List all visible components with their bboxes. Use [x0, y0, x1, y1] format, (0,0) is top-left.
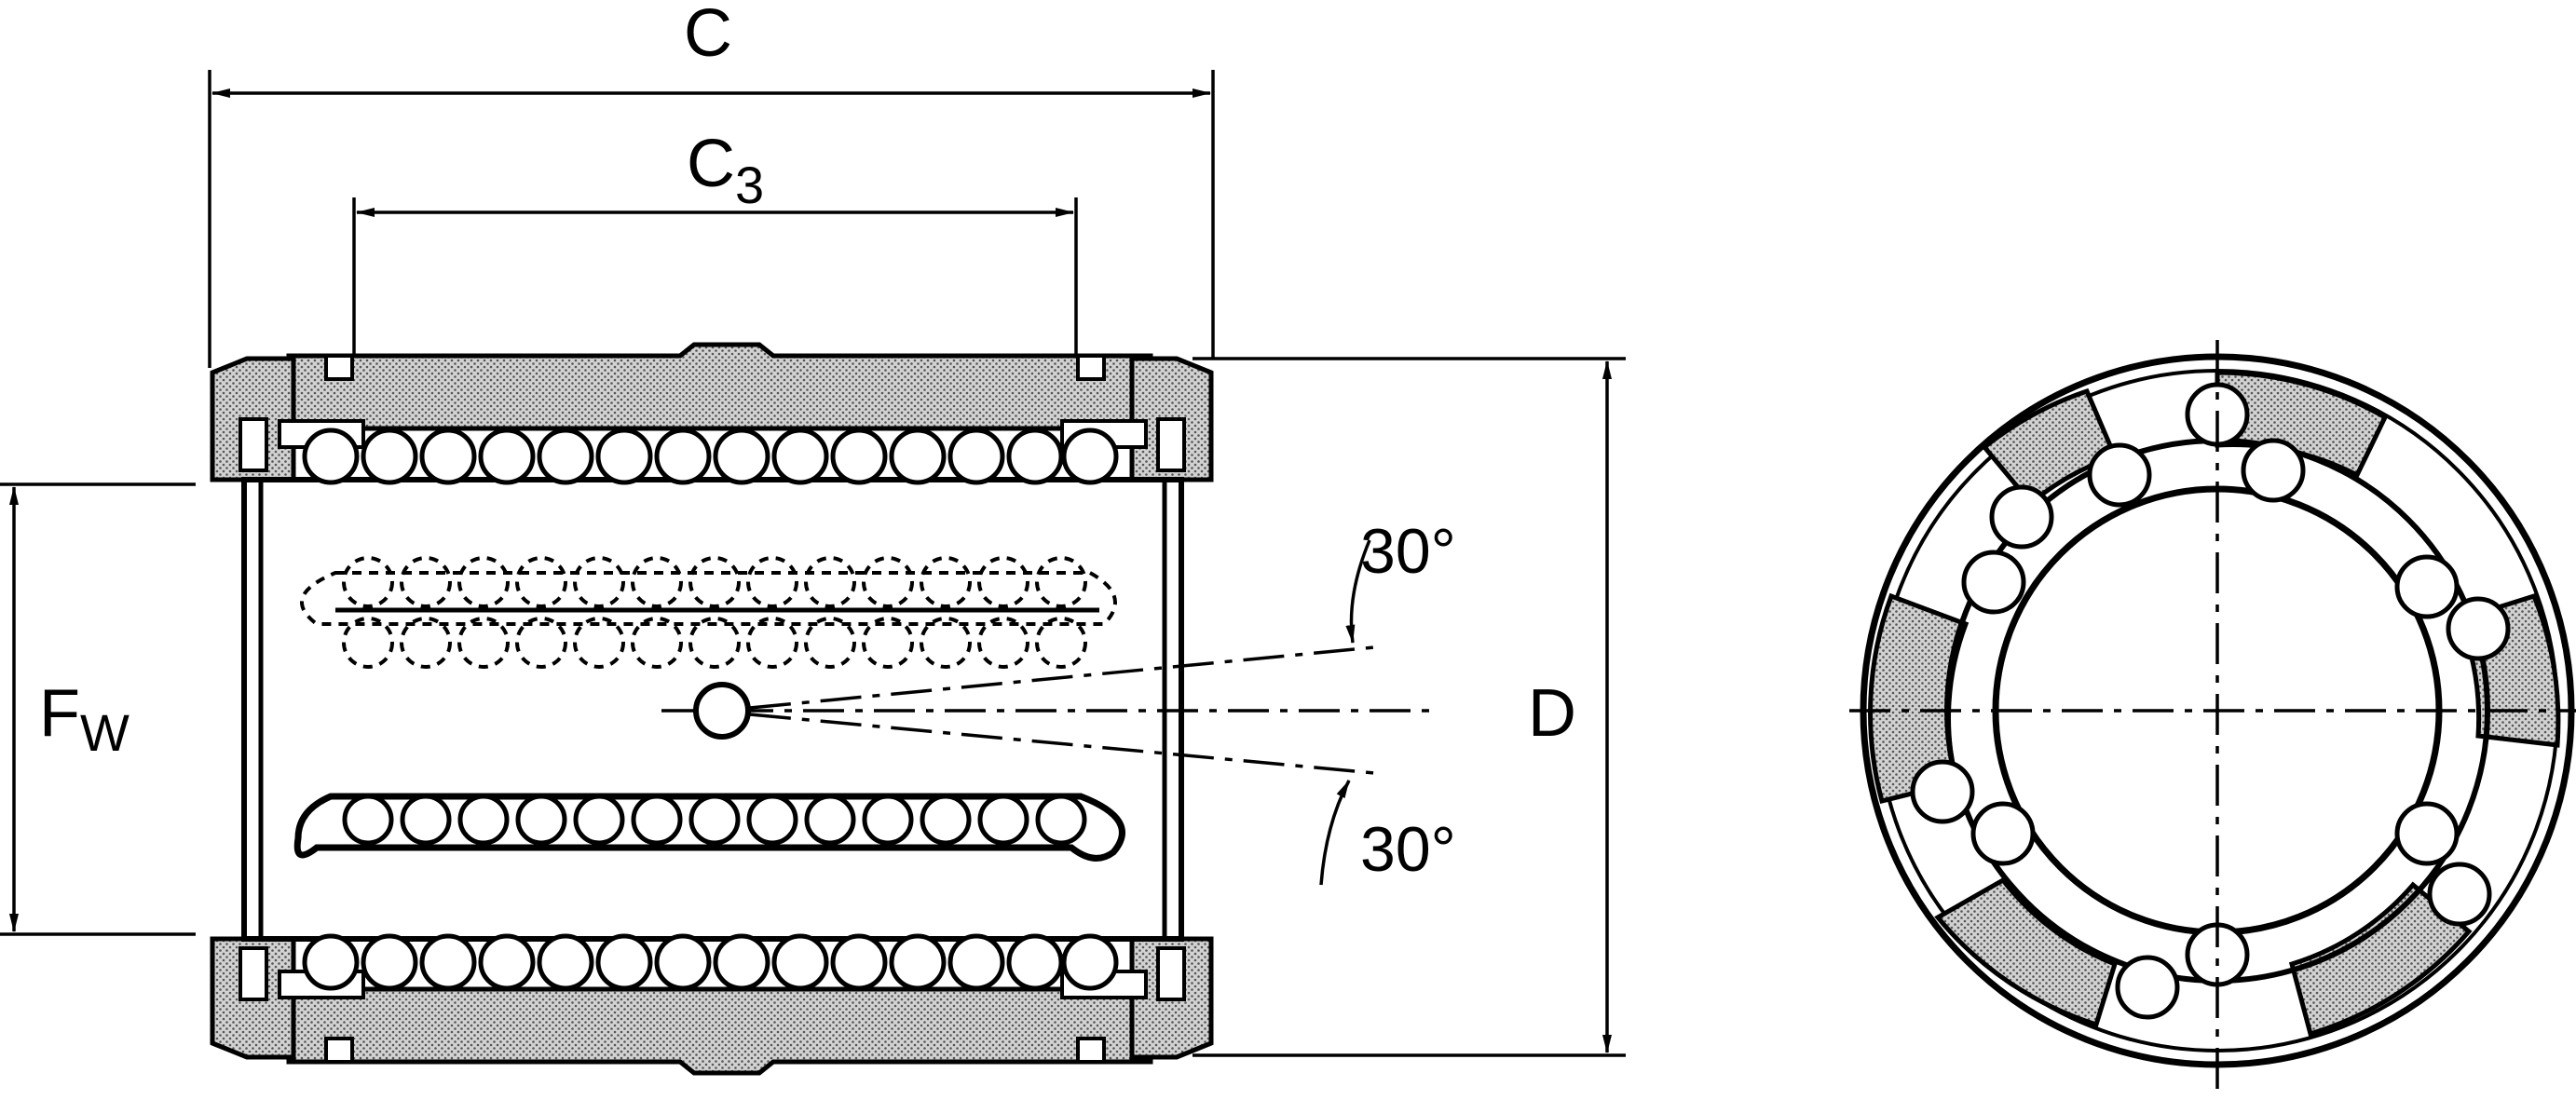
- label-angle-upper: 30°: [1360, 516, 1456, 587]
- upper-hidden-track: [300, 556, 1117, 669]
- label-c: C: [684, 0, 732, 71]
- label-d: D: [1528, 676, 1576, 751]
- end-view: [1849, 340, 2576, 1100]
- side-view: [0, 70, 1626, 1076]
- label-c3: C3: [687, 127, 764, 214]
- label-angle-lower: 30°: [1360, 814, 1456, 885]
- bottom-ball-row: [302, 933, 1119, 991]
- label-fw: FW: [39, 676, 129, 762]
- top-ball-row: [302, 428, 1119, 485]
- lube-hole: [693, 682, 751, 740]
- lower-visible-track: [293, 793, 1125, 862]
